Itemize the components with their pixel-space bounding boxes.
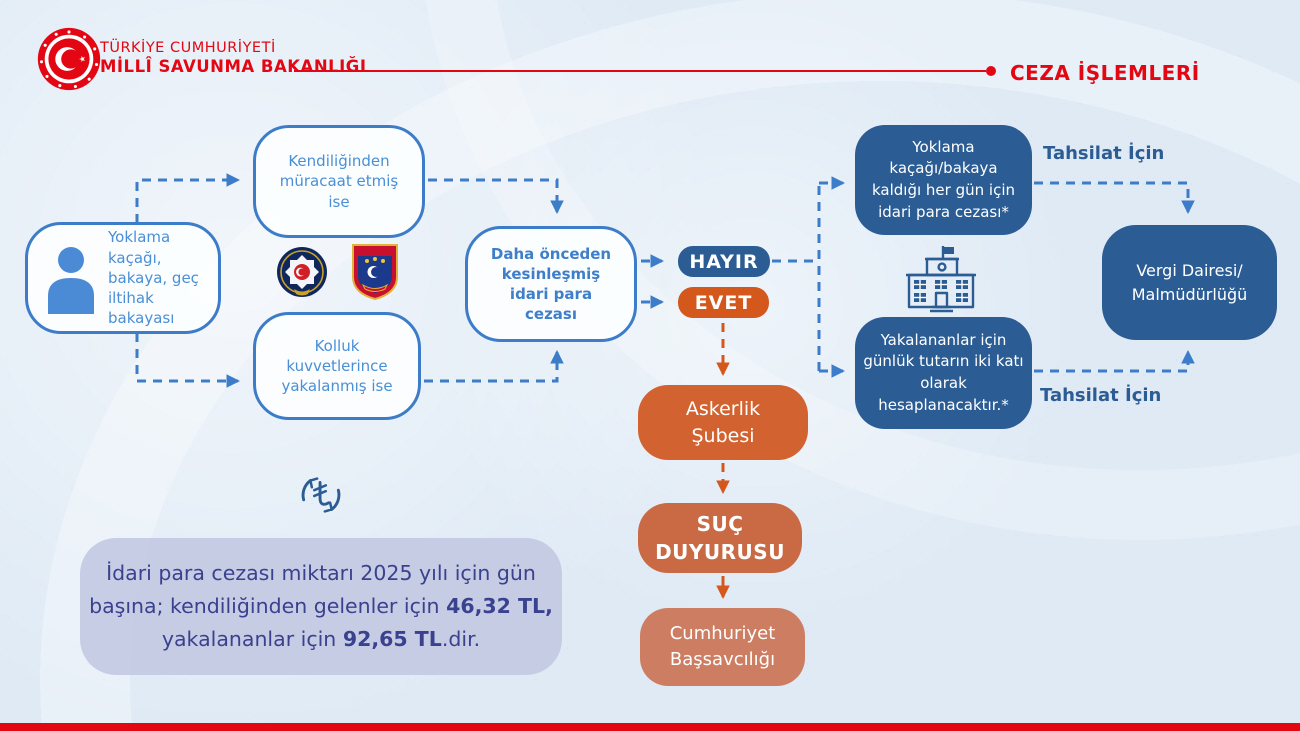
amount-voluntary: 46,32 TL,	[446, 593, 553, 618]
bottom-accent-bar	[0, 723, 1300, 731]
page-title: CEZA İŞLEMLERİ	[1010, 61, 1200, 85]
header-line-dot	[986, 66, 996, 76]
note-line-2: başına; kendiliğinden gelenler için 46,3…	[89, 593, 553, 618]
military-branch-box: Askerlik Şubesi	[638, 385, 808, 460]
ministry-label: MİLLÎ SAVUNMA BAKANLIĞI	[100, 57, 367, 76]
note-line-1: İdari para cezası miktarı 2025 yılı için…	[106, 560, 536, 585]
police-emblem-icon	[276, 246, 328, 298]
collection-label-top: Tahsilat İçin	[1043, 143, 1165, 164]
republic-label: TÜRKİYE CUMHURİYETİ	[100, 40, 276, 56]
double-fine-box: Yakalananlar için günlük tutarın iki kat…	[855, 317, 1032, 429]
prior-fine-decision-box: Daha önceden kesinleşmiş idari para ceza…	[465, 226, 637, 342]
daily-fine-box: Yoklama kaçağı/bakaya kaldığı her gün iç…	[855, 125, 1032, 235]
crime-report-box: SUÇ DUYURUSU	[638, 503, 802, 573]
no-pill: HAYIR	[678, 246, 770, 277]
tax-office-box: Vergi Dairesi/ Malmüdürlüğü	[1102, 225, 1277, 340]
note-box: İdari para cezası miktarı 2025 yılı için…	[80, 538, 562, 675]
yes-pill: EVET	[678, 287, 769, 318]
prosecutor-box: Cumhuriyet Başsavcılığı	[640, 608, 805, 686]
government-building-icon	[901, 243, 981, 321]
note-line-3: yakalananlar için 92,65 TL.dir.	[161, 627, 481, 652]
subject-label: Yoklama kaçağı, bakaya, geç iltihak baka…	[108, 228, 199, 328]
gendarmerie-emblem-icon	[351, 243, 399, 301]
lira-cycle-icon	[294, 468, 348, 522]
amount-caught: 92,65 TL	[342, 627, 442, 652]
header-divider-line	[294, 70, 986, 72]
person-icon	[42, 242, 100, 314]
voluntary-application-box: Kendiliğinden müracaat etmiş ise	[253, 125, 425, 238]
collection-label-bottom: Tahsilat İçin	[1040, 385, 1162, 406]
ministry-logo-icon	[36, 26, 102, 92]
caught-by-police-box: Kolluk kuvvetlerince yakalanmış ise	[253, 312, 421, 420]
subject-box: Yoklama kaçağı, bakaya, geç iltihak baka…	[25, 222, 221, 334]
